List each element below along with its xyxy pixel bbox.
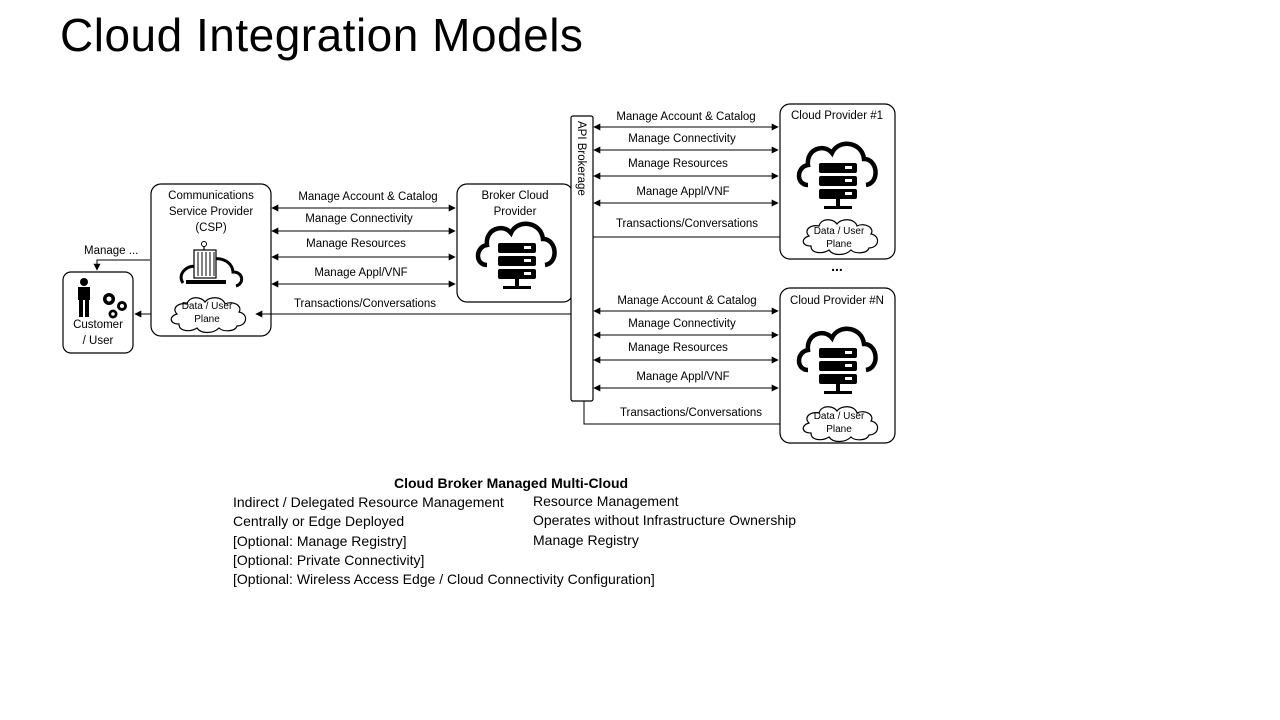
caption-right-2: Manage Registry <box>533 532 639 548</box>
provider1-label: Cloud Provider #1 <box>791 110 883 122</box>
pN-arrow-label-4: Transactions/Conversations <box>620 407 762 419</box>
p1-arrow-label-4: Transactions/Conversations <box>616 218 758 230</box>
csp-node: Communications Service Provider (CSP) Da… <box>150 183 272 337</box>
api-brokerage-bar: API Brokerage <box>570 115 594 402</box>
csp-label-3: (CSP) <box>195 222 226 234</box>
manage-connector <box>93 259 150 271</box>
providers-ellipsis: ... <box>831 258 843 274</box>
customer-label-1: Customer <box>73 319 123 331</box>
api-brokerage-label: API Brokerage <box>575 121 587 196</box>
caption-heading: Cloud Broker Managed Multi-Cloud <box>394 475 629 491</box>
caption-right-0: Resource Management <box>533 493 679 509</box>
csp-broker-arrows: Manage Account & Catalog Manage Connecti… <box>271 191 456 310</box>
p1-arrow-label-0: Manage Account & Catalog <box>616 111 755 123</box>
broker-node: Broker Cloud Provider <box>456 183 574 303</box>
providerN-arrows: Manage Account & Catalog Manage Connecti… <box>593 295 779 419</box>
transactions-trunk <box>583 236 802 425</box>
caption-right-1: Operates without Infrastructure Ownershi… <box>533 512 797 528</box>
p1-arrow-label-2: Manage Resources <box>628 158 728 170</box>
cloud-provider-n-node: Cloud Provider #N Data / User Plane <box>779 287 896 444</box>
pN-arrow-label-2: Manage Resources <box>628 342 728 354</box>
caption-left-0: Indirect / Delegated Resource Management <box>233 494 504 510</box>
page-title: Cloud Integration Models <box>60 9 584 61</box>
p1-arrow-label-1: Manage Connectivity <box>628 133 736 145</box>
csp-label-1: Communications <box>168 190 254 202</box>
left-arrow-label-1: Manage Connectivity <box>305 213 413 225</box>
provider1-arrows: Manage Account & Catalog Manage Connecti… <box>593 111 779 230</box>
person-icon <box>78 278 90 317</box>
datacenter-icon <box>179 241 244 288</box>
gears-icon <box>103 293 127 319</box>
customer-node: Customer / User <box>62 271 134 354</box>
csp-dataplane-label-2: Plane <box>194 314 220 325</box>
left-arrow-label-4: Transactions/Conversations <box>294 298 436 310</box>
caption-left-3: [Optional: Private Connectivity] <box>233 552 425 568</box>
caption-left-4: [Optional: Wireless Access Edge / Cloud … <box>233 571 655 587</box>
p1-arrow-label-3: Manage Appl/VNF <box>636 186 729 198</box>
left-arrow-label-0: Manage Account & Catalog <box>298 191 437 203</box>
providerN-dataplane-label-1: Data / User <box>814 411 865 422</box>
left-arrow-label-3: Manage Appl/VNF <box>314 267 407 279</box>
csp-dataplane-label-1: Data / User <box>182 301 233 312</box>
provider1-dataplane-label-1: Data / User <box>814 226 865 237</box>
broker-label-1: Broker Cloud <box>481 190 548 202</box>
customer-label-2: / User <box>83 335 114 347</box>
pN-arrow-label-3: Manage Appl/VNF <box>636 371 729 383</box>
caption-left-1: Centrally or Edge Deployed <box>233 513 405 529</box>
caption-left-2: [Optional: Manage Registry] <box>233 533 407 549</box>
pN-arrow-label-0: Manage Account & Catalog <box>617 295 756 307</box>
provider1-dataplane-label-2: Plane <box>826 239 852 250</box>
providerN-dataplane-label-2: Plane <box>826 424 852 435</box>
pN-arrow-label-1: Manage Connectivity <box>628 318 736 330</box>
cloud-provider-1-node: Cloud Provider #1 Data / User Plane <box>779 103 896 260</box>
broker-label-2: Provider <box>494 206 537 218</box>
manage-label: Manage ... <box>84 245 138 257</box>
csp-label-2: Service Provider <box>169 206 254 218</box>
left-arrow-label-2: Manage Resources <box>306 238 406 250</box>
providerN-label: Cloud Provider #N <box>790 295 884 307</box>
